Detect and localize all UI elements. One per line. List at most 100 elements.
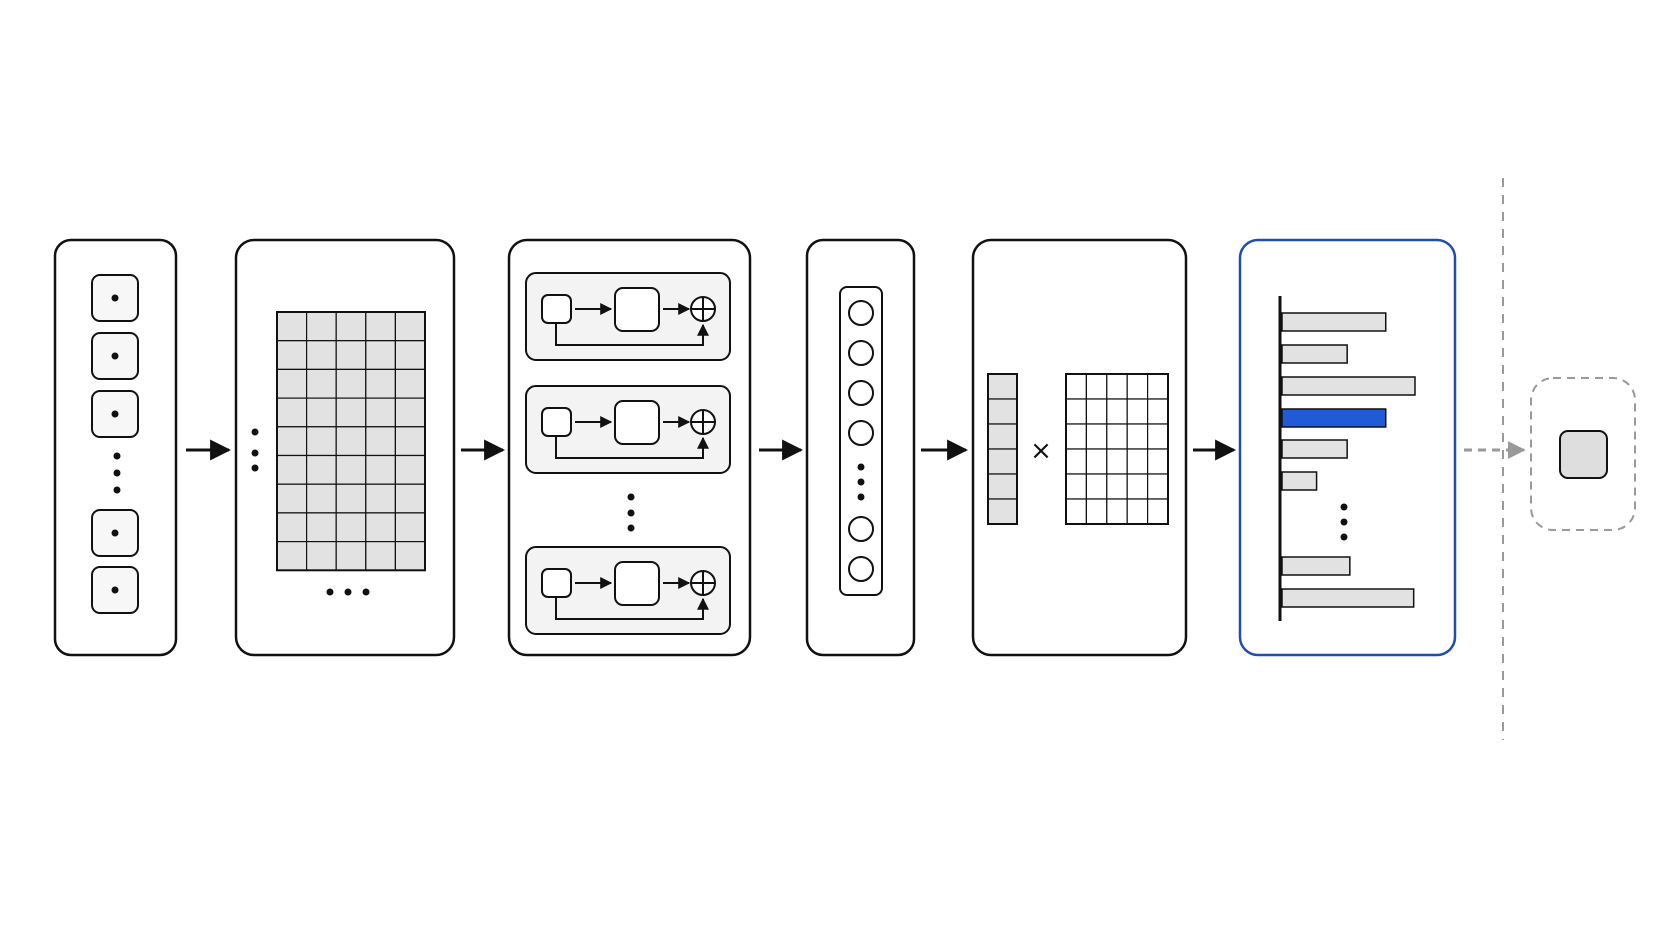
matrix-cell	[1085, 398, 1108, 425]
matrix-cell	[1146, 498, 1169, 525]
token-dot	[111, 586, 119, 594]
grid-cell	[365, 512, 396, 543]
vertical-ellipsis-icon	[1340, 503, 1348, 541]
token-dot	[111, 529, 119, 537]
node-circle	[848, 340, 874, 366]
vector-cell	[987, 423, 1018, 450]
vector-icon	[987, 373, 1018, 525]
grid-cell	[394, 397, 426, 428]
bar	[1281, 376, 1416, 396]
residual-block	[525, 385, 731, 474]
grid-cell	[276, 540, 308, 571]
matrix-cell	[1106, 423, 1128, 450]
matrix-cell	[1085, 498, 1108, 525]
vector-cell	[987, 448, 1018, 475]
grid-cell	[306, 454, 337, 485]
matrix-cell	[1126, 423, 1149, 450]
node-circle	[848, 380, 874, 406]
grid-cell	[335, 426, 367, 457]
grid-cell	[365, 454, 396, 485]
grid-cell	[335, 512, 367, 543]
grid-cell	[335, 340, 367, 371]
matrix-cell	[1065, 373, 1087, 400]
grid-cell	[365, 368, 396, 399]
vector-border	[987, 373, 1018, 525]
bar	[1281, 439, 1348, 459]
grid-cell	[276, 311, 308, 342]
grid-cell	[394, 483, 426, 514]
grid-cell	[276, 483, 308, 514]
matrix-cell	[1106, 498, 1128, 525]
matrix-cell	[1126, 448, 1149, 475]
node-circle	[848, 556, 874, 582]
matrix-cell	[1085, 473, 1108, 500]
selected-output-stage	[1530, 377, 1636, 531]
multiply-symbol: ×	[1030, 436, 1052, 466]
layer-box	[614, 287, 660, 332]
matrix-cell	[1146, 448, 1169, 475]
grid-cell	[306, 397, 337, 428]
residual-block	[525, 546, 731, 635]
residual-blocks-stage	[507, 238, 752, 657]
grid-cell	[335, 397, 367, 428]
hidden-vector-stage	[805, 238, 916, 657]
layer-box	[614, 400, 660, 445]
bar	[1281, 344, 1348, 364]
matrix-cell	[1106, 473, 1128, 500]
grid-cell	[394, 368, 426, 399]
token-input-stage	[53, 238, 178, 657]
input-box	[541, 294, 572, 324]
matrix-cell	[1065, 473, 1087, 500]
grid-cell	[394, 340, 426, 371]
bar	[1281, 312, 1387, 332]
token-list-icon	[91, 274, 139, 614]
grid-cell	[365, 540, 396, 571]
bar	[1281, 471, 1318, 491]
embedding-matrix-stage	[234, 238, 456, 657]
matrix-cell	[1065, 398, 1087, 425]
matrix-cell	[1126, 498, 1149, 525]
vector-cell	[987, 373, 1018, 400]
vector-cell	[987, 498, 1018, 525]
bar	[1281, 588, 1415, 608]
vertical-ellipsis-icon	[251, 428, 259, 472]
grid-cell	[394, 311, 426, 342]
input-box	[541, 407, 572, 437]
grid-cell	[394, 512, 426, 543]
output-token-icon	[1559, 430, 1608, 479]
grid-cell	[276, 368, 308, 399]
grid-cell	[335, 311, 367, 342]
grid-cell	[276, 426, 308, 457]
bar-chart-icon	[1281, 312, 1416, 608]
matrix-cell	[1126, 398, 1149, 425]
ellipsis-dot	[113, 452, 121, 460]
matrix-cell	[1085, 423, 1108, 450]
grid-cell	[306, 540, 337, 571]
grid-cell	[394, 426, 426, 457]
layer-box	[614, 561, 660, 606]
grid-cell	[394, 454, 426, 485]
matrix-cell	[1065, 498, 1087, 525]
grid-cell	[276, 340, 308, 371]
ellipsis-dot	[113, 486, 121, 494]
grid-border	[276, 311, 426, 572]
grid-cell	[335, 483, 367, 514]
grid-cell	[306, 426, 337, 457]
grid-cell	[365, 397, 396, 428]
skip-connection-arrow	[555, 323, 709, 346]
matrix-cell	[1146, 373, 1169, 400]
grid-cell	[365, 426, 396, 457]
node-circle	[848, 420, 874, 446]
output-distribution-stage	[1238, 238, 1457, 657]
matrix-icon	[1065, 373, 1169, 525]
matrix-cell	[1106, 373, 1128, 400]
input-box	[541, 568, 572, 598]
residual-block	[525, 272, 731, 361]
grid-cell	[365, 340, 396, 371]
grid-cell	[276, 397, 308, 428]
token-dot	[111, 410, 119, 418]
matrix-cell	[1106, 448, 1128, 475]
matrix-cell	[1085, 448, 1108, 475]
